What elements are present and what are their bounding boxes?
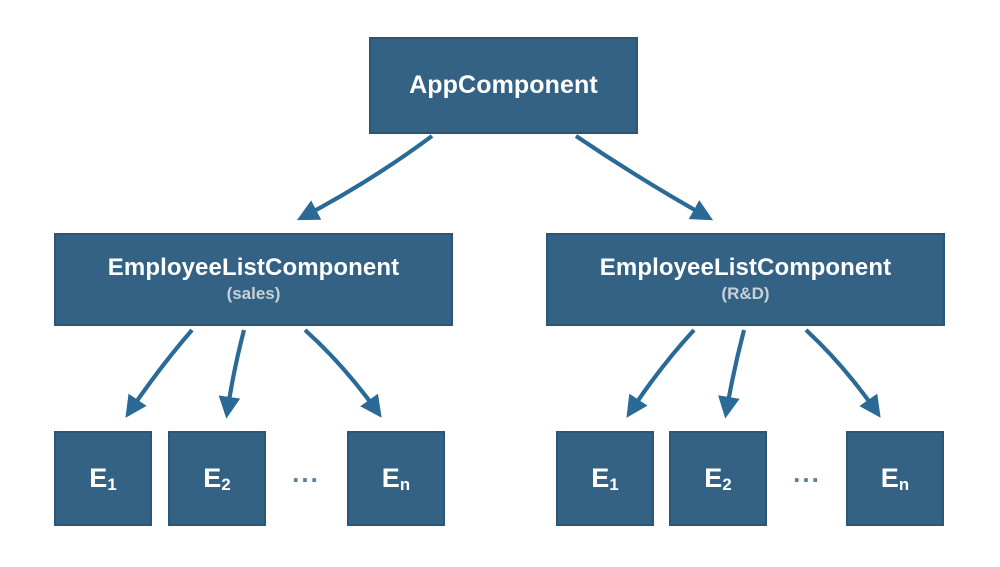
node-employee-list-sales-label: EmployeeListComponent	[107, 253, 400, 281]
leaf-subscript: 1	[107, 475, 117, 495]
node-sales-employee-n[interactable]: En	[347, 431, 445, 526]
node-rnd-employee-2-label: E2	[704, 462, 732, 495]
leaf-base: E	[704, 462, 723, 493]
edge-app-to-sales	[296, 134, 434, 221]
leaf-subscript: n	[399, 475, 411, 495]
edge-app-to-rnd	[574, 134, 714, 221]
leaf-base: E	[89, 462, 108, 493]
node-employee-list-rnd-label: EmployeeListComponent	[599, 253, 892, 281]
node-sales-employee-1[interactable]: E1	[54, 431, 152, 526]
edge-sales-to-e1	[125, 328, 194, 418]
node-rnd-employee-n-label: En	[880, 462, 910, 495]
leaf-subscript: 1	[609, 475, 619, 495]
ellipsis-sales: ...	[292, 458, 320, 488]
leaf-base: E	[591, 462, 610, 493]
node-sales-employee-1-label: E1	[89, 462, 117, 495]
edge-rnd-to-e1	[626, 328, 696, 418]
ellipsis-rnd: ...	[793, 458, 821, 488]
node-sales-employee-n-label: En	[381, 462, 411, 495]
leaf-base: E	[880, 462, 899, 493]
leaf-base: E	[203, 462, 222, 493]
node-employee-list-sales[interactable]: EmployeeListComponent (sales)	[54, 233, 453, 326]
node-employee-list-sales-subtitle: (sales)	[226, 284, 281, 303]
leaf-base: E	[381, 462, 400, 493]
leaf-subscript: 2	[722, 475, 732, 495]
node-rnd-employee-n[interactable]: En	[846, 431, 944, 526]
edge-rnd-to-e2	[718, 329, 747, 419]
leaf-subscript: 2	[221, 475, 231, 495]
node-employee-list-rnd[interactable]: EmployeeListComponent (R&D)	[546, 233, 945, 326]
node-app-component-label: AppComponent	[409, 70, 598, 99]
node-sales-employee-2-label: E2	[203, 462, 231, 495]
node-sales-employee-2[interactable]: E2	[168, 431, 266, 526]
node-rnd-employee-1-label: E1	[591, 462, 619, 495]
node-app-component[interactable]: AppComponent	[369, 37, 638, 134]
node-rnd-employee-2[interactable]: E2	[669, 431, 767, 526]
node-rnd-employee-1[interactable]: E1	[556, 431, 654, 526]
node-employee-list-rnd-subtitle: (R&D)	[721, 284, 770, 303]
edge-rnd-to-en	[804, 328, 881, 418]
leaf-subscript: n	[898, 475, 910, 495]
edge-sales-to-en	[303, 328, 382, 418]
edge-sales-to-e2	[218, 329, 247, 419]
